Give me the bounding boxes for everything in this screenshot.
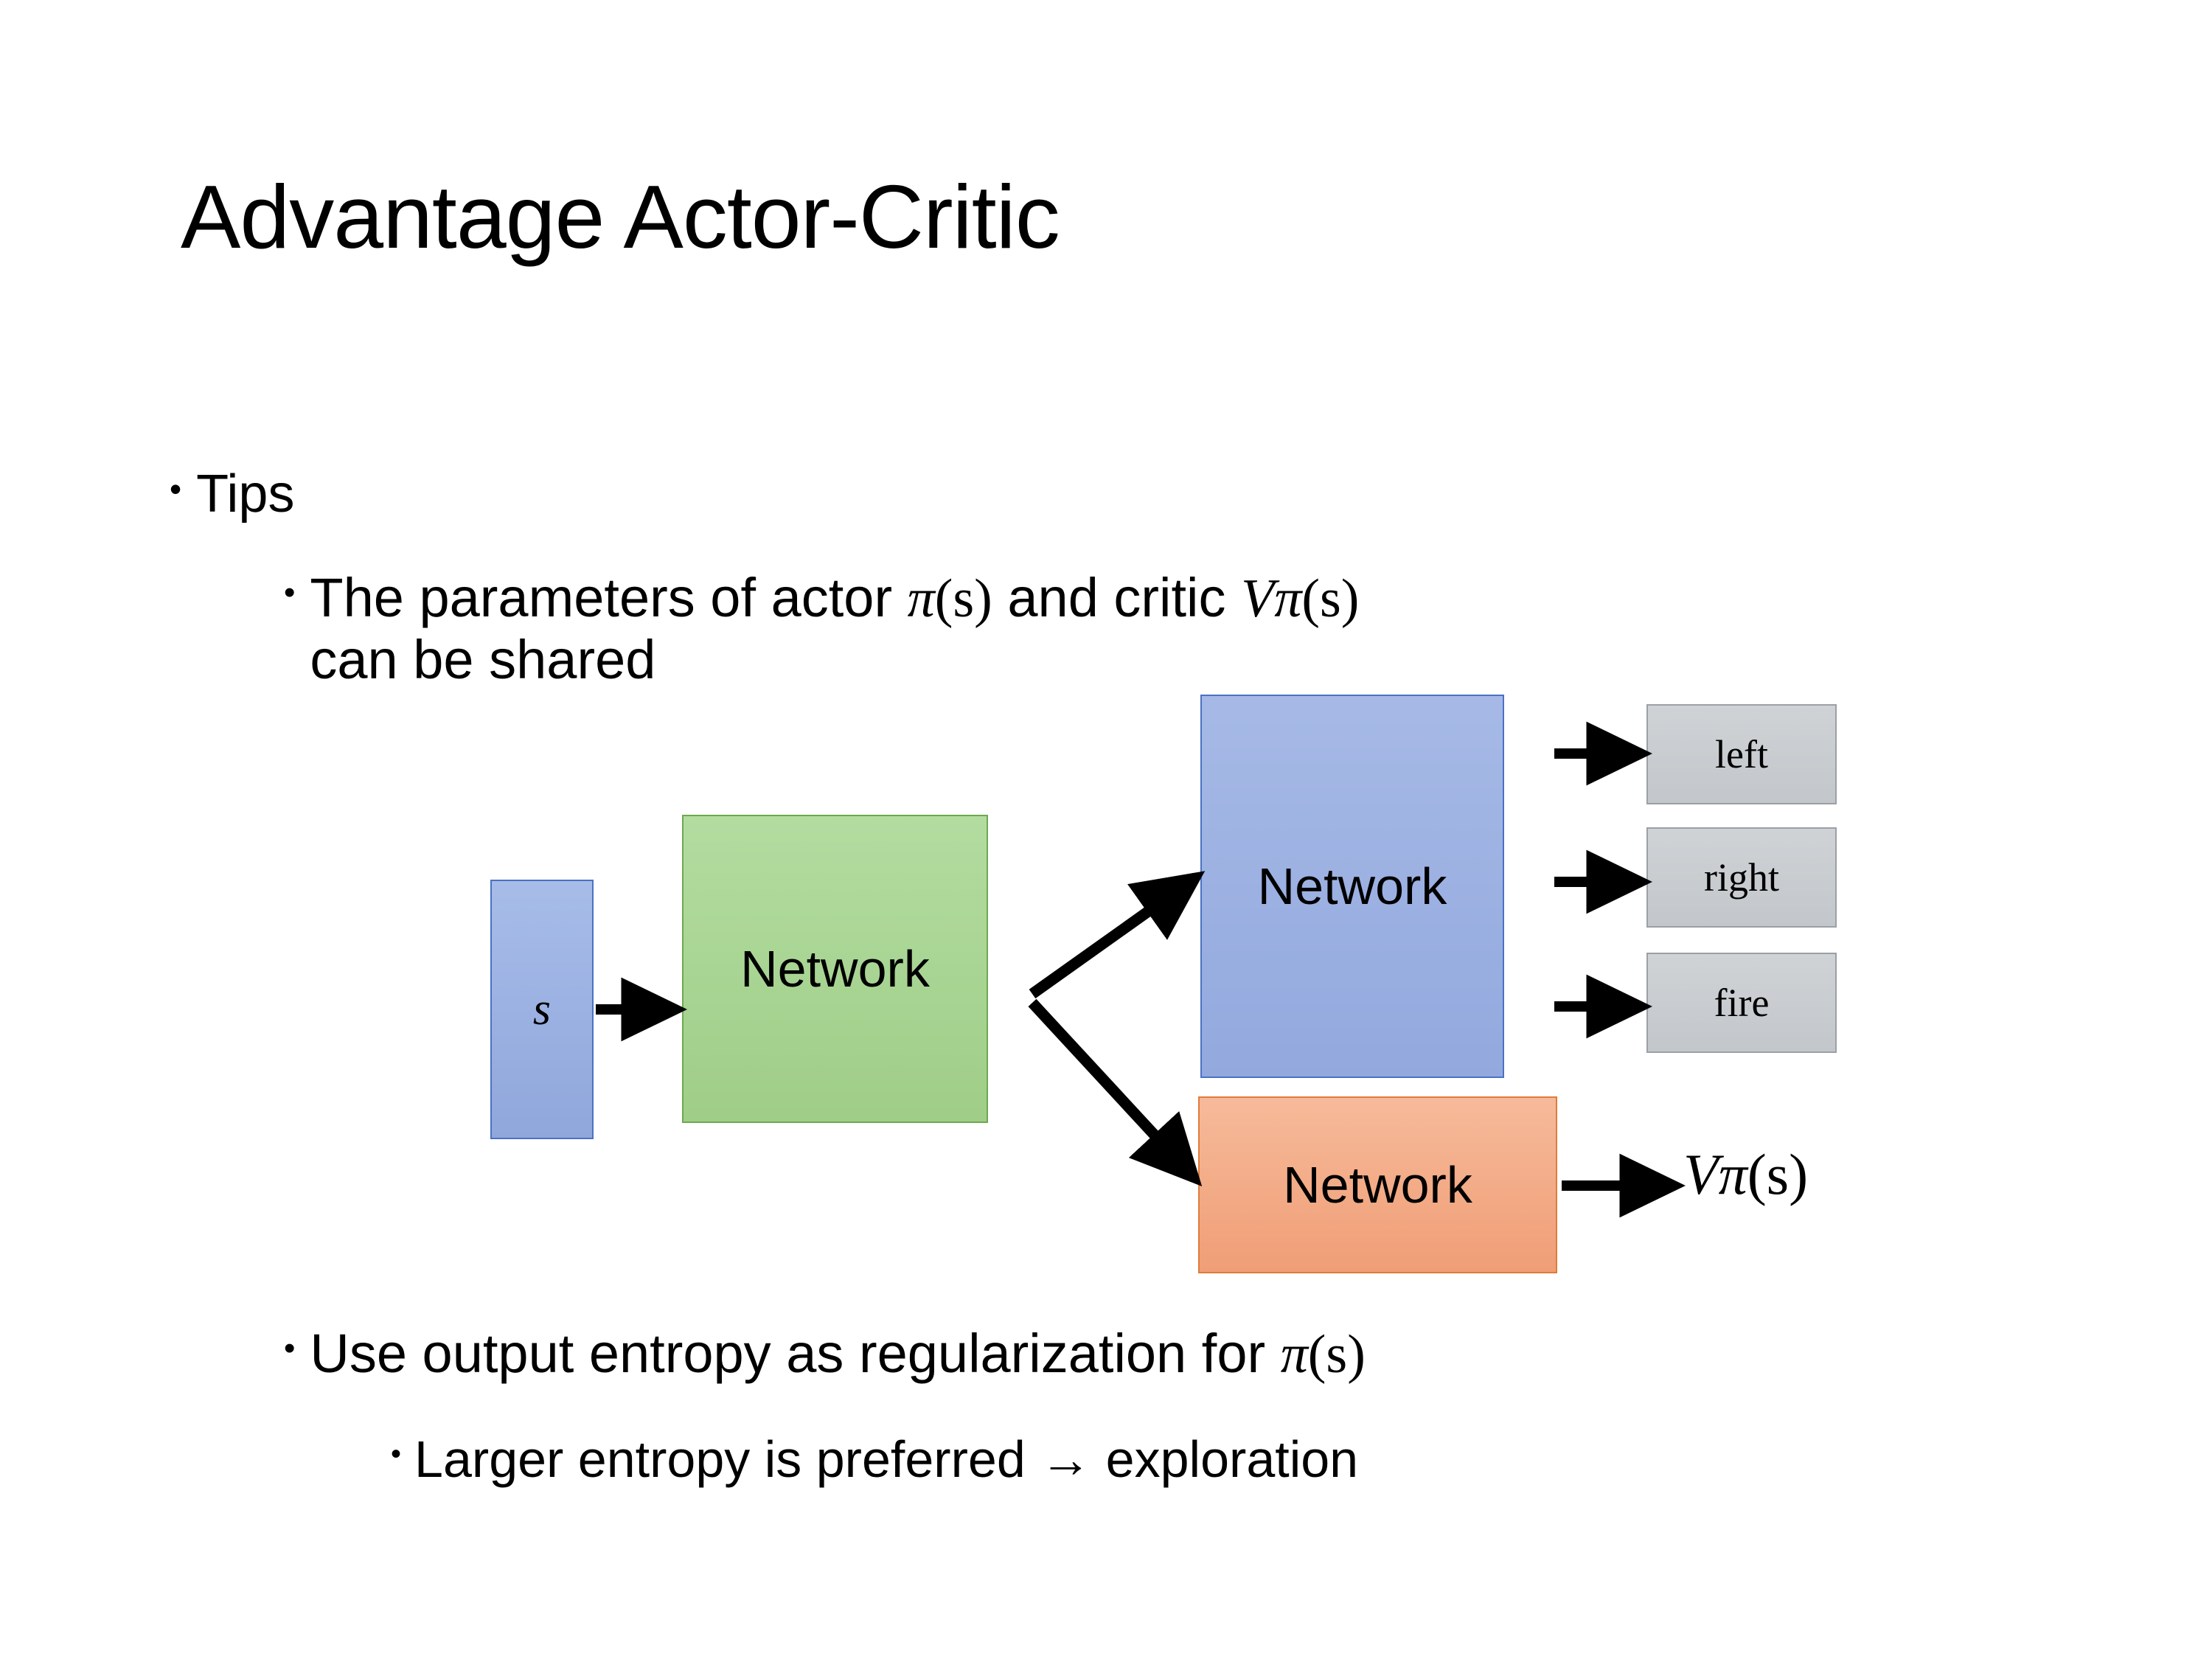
input-state-label: s (532, 984, 552, 1034)
value-output-argument: (s) (1747, 1142, 1809, 1206)
arrow-shared-to-actor-network (1029, 871, 1206, 999)
bullet-tips: • Tips (170, 465, 294, 524)
bullet-marker-icon: • (284, 574, 296, 611)
bullet-entropy-part1: Use output entropy as regularization for (310, 1323, 1281, 1384)
bullet-tips-label: Tips (196, 465, 295, 524)
value-output-label: Vπ(s) (1683, 1141, 1808, 1208)
bullet-entropy-regularization: • Use output entropy as regularization f… (284, 1323, 1366, 1385)
math-v-superscript: π (1274, 568, 1302, 629)
bullet-parameters-shared: • The parameters of actor π(s) and criti… (284, 567, 1360, 691)
math-pi-argument: (s) (1307, 1324, 1366, 1385)
bullet-marker-icon: • (170, 470, 182, 508)
action-output-right-label: right (1704, 855, 1779, 900)
shared-network-box: Network (682, 815, 988, 1123)
bullet-entropy-text: Use output entropy as regularization for… (310, 1323, 1366, 1385)
bullet-marker-icon: • (391, 1438, 402, 1470)
bullet-marker-icon: • (284, 1330, 296, 1366)
shared-network-label: Network (740, 940, 930, 998)
math-pi-symbol: π (1280, 1324, 1308, 1385)
bullet-parameters-text: The parameters of actor π(s) and critic … (310, 567, 1360, 691)
math-pi-symbol: π (907, 568, 935, 629)
bullet-parameters-part1: The parameters of actor (310, 567, 908, 628)
value-output-symbol: V (1683, 1142, 1719, 1206)
bullet-parameters-line2: can be shared (310, 628, 656, 690)
actor-network-label: Network (1257, 858, 1447, 915)
math-pi-argument: (s) (934, 568, 992, 629)
page-title: Advantage Actor-Critic (181, 167, 1060, 267)
critic-network-label: Network (1283, 1156, 1472, 1214)
critic-network-box: Network (1198, 1096, 1557, 1273)
action-output-left-label: left (1715, 732, 1768, 776)
action-output-fire-label: fire (1714, 981, 1770, 1025)
bullet-larger-entropy-label: Larger entropy is preferred → exploratio… (414, 1430, 1359, 1488)
action-output-left: left (1646, 704, 1837, 804)
arrow-shared-to-critic-network (1028, 998, 1203, 1187)
value-output-superscript: π (1718, 1142, 1747, 1206)
bullet-parameters-part2: and critic (992, 567, 1242, 628)
action-output-fire: fire (1646, 953, 1837, 1053)
math-v-argument: (s) (1301, 568, 1360, 629)
math-v-symbol: V (1241, 568, 1275, 629)
bullet-larger-entropy: • Larger entropy is preferred → explorat… (391, 1430, 1358, 1488)
actor-network-box: Network (1200, 695, 1504, 1078)
input-state-box: s (490, 880, 594, 1139)
action-output-right: right (1646, 827, 1837, 928)
